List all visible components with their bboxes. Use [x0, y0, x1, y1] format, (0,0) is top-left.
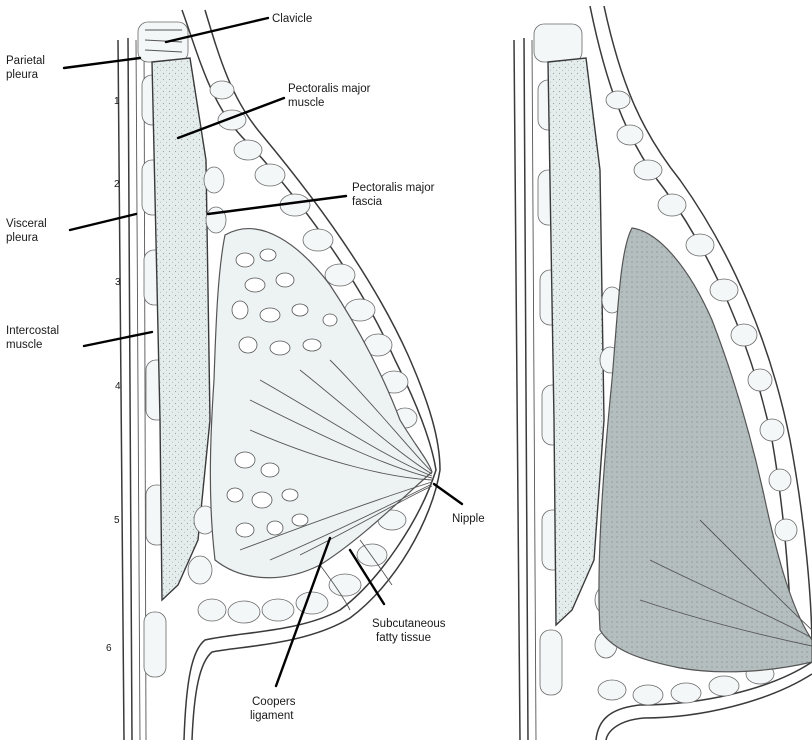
label-pectoralis-fascia-2: fascia [352, 196, 383, 208]
label-subcutaneous-1: Subcutaneous [372, 618, 446, 630]
rib-number-3: 3 [115, 277, 121, 288]
rib-number-4: 4 [115, 381, 121, 392]
rib-numbers: 1 2 3 4 5 6 [106, 96, 121, 654]
left-breast-illustration [118, 10, 440, 740]
label-pectoralis-fascia-1: Pectoralis major [352, 182, 435, 194]
label-parietal-pleura-2: pleura [6, 69, 39, 81]
label-nipple: Nipple [452, 513, 485, 525]
label-visceral-pleura-2: pleura [6, 232, 39, 244]
rib-number-5: 5 [114, 515, 120, 526]
label-subcutaneous-2: fatty tissue [376, 632, 431, 644]
rib-number-2: 2 [114, 179, 120, 190]
label-intercostal-1: Intercostal [6, 325, 59, 337]
label-coopers-1: Coopers [252, 696, 296, 708]
label-visceral-pleura-1: Visceral [6, 218, 47, 230]
label-pectoralis-muscle-1: Pectoralis major [288, 83, 371, 95]
label-pectoralis-muscle-2: muscle [288, 97, 324, 109]
label-clavicle: Clavicle [272, 13, 312, 25]
label-coopers-2: ligament [250, 710, 294, 722]
label-parietal-pleura-1: Parietal [6, 55, 45, 67]
rib-number-6: 6 [106, 643, 112, 654]
right-breast-illustration [514, 6, 812, 740]
dense-glandular-mass [599, 228, 812, 672]
label-intercostal-2: muscle [6, 339, 42, 351]
rib-number-1: 1 [114, 96, 120, 107]
